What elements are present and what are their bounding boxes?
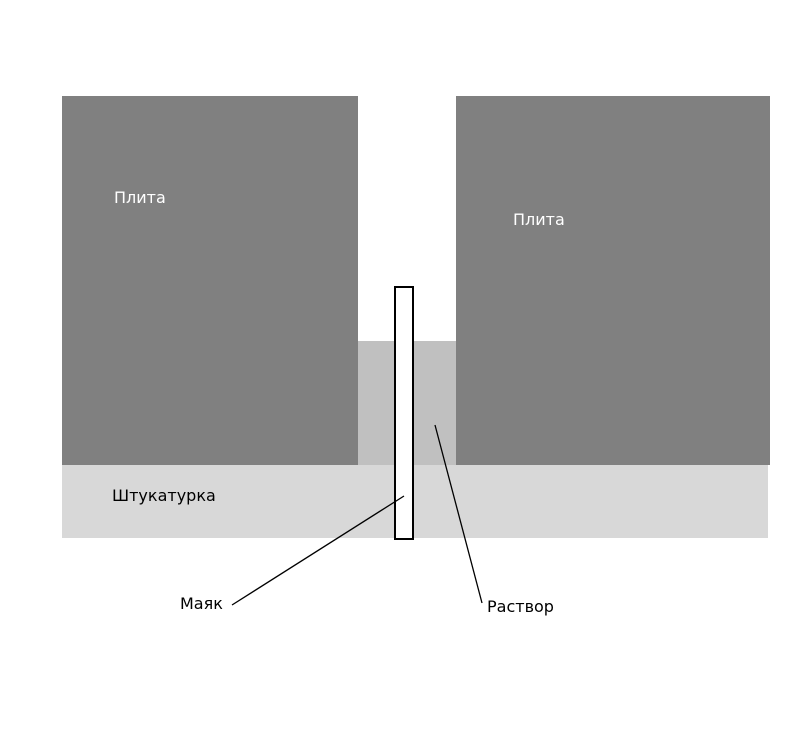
slab-right xyxy=(456,96,770,465)
mortar-label: Раствор xyxy=(487,597,554,616)
beacon-leader-line xyxy=(231,495,405,606)
beacon-label: Маяк xyxy=(180,594,223,613)
slab-right-label: Плита xyxy=(513,210,565,229)
plaster-label: Штукатурка xyxy=(112,486,216,505)
mortar-leader-line xyxy=(434,424,483,604)
slab-left-label: Плита xyxy=(114,188,166,207)
slab-left xyxy=(62,96,358,465)
plaster-layer xyxy=(62,465,768,538)
beacon-strip xyxy=(394,286,414,540)
